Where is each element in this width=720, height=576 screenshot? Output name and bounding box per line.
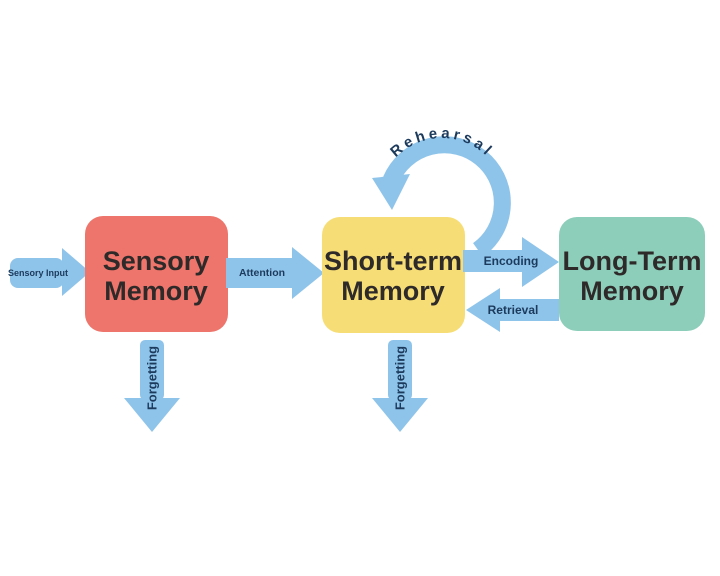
rehearsal-arrowhead-icon [372,174,410,210]
sensory-input-arrow-tail [10,258,64,288]
sensory-memory-box: Sensory Memory [85,216,228,332]
attention-label: Attention [239,267,285,279]
sensory-memory-box-shape [85,216,228,332]
encoding-arrow: Encoding [463,237,559,287]
encoding-arrowhead-icon [522,237,559,287]
attention-arrow: Attention [226,247,324,299]
long-term-memory-label-line2: Memory [580,276,684,306]
short-term-memory-label-line2: Memory [341,276,445,306]
sensory-memory-label-line1: Sensory [103,246,210,276]
retrieval-arrow-tail [498,299,559,321]
retrieval-arrow: Retrieval [466,288,559,332]
sensory-input-arrow: Sensory Input [8,248,90,296]
forgetting-sensory-arrowhead-icon [124,398,180,432]
short-term-memory-label-line1: Short-term [324,246,462,276]
sensory-memory-label-line2: Memory [104,276,208,306]
long-term-memory-box: Long-Term Memory [559,217,705,331]
forgetting-sensory-label: Forgetting [145,346,160,410]
short-term-memory-box: Short-term Memory [322,217,465,333]
retrieval-arrowhead-icon [466,288,500,332]
rehearsal-loop-arc [383,136,511,257]
forgetting-sensory-tail [140,340,164,400]
forgetting-short-term-arrowhead-icon [372,398,428,432]
encoding-label: Encoding [484,254,539,268]
retrieval-label: Retrieval [488,303,539,317]
short-term-memory-box-shape [322,217,465,333]
long-term-memory-box-shape [559,217,705,331]
attention-arrow-tail [226,258,292,288]
sensory-input-arrowhead-icon [62,248,90,296]
forgetting-arrow-sensory: Forgetting [124,340,180,432]
forgetting-short-term-tail [388,340,412,400]
forgetting-short-term-label: Forgetting [393,346,408,410]
attention-arrowhead-icon [292,247,324,299]
long-term-memory-label-line1: Long-Term [563,246,702,276]
sensory-input-label: Sensory Input [8,268,68,278]
forgetting-arrow-short-term: Forgetting [372,340,428,432]
encoding-arrow-tail [463,250,524,272]
